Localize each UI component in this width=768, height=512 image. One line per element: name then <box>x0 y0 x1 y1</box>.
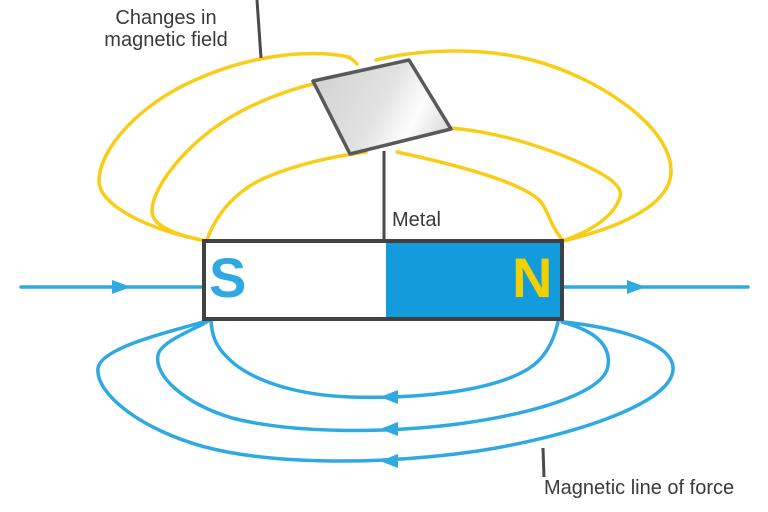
top-field-line-middle-right <box>448 126 623 243</box>
top-field-line-middle-left <box>150 82 315 243</box>
arrow-right-icon <box>112 280 131 294</box>
magnetic-line-of-force-label: Magnetic line of force <box>544 477 735 499</box>
top-field-line-inner-right <box>395 150 565 243</box>
arrow-right-icon <box>627 280 646 294</box>
top-field-line-outer-right <box>374 49 673 243</box>
changes-pointer-line <box>255 0 263 59</box>
changes-label-line1: Changes in <box>115 7 217 29</box>
magnet-north-half <box>386 243 561 317</box>
arrow-left-icon <box>380 454 398 468</box>
bottom-field-line-outer <box>96 319 675 463</box>
changes-in-magnetic-field-label: Changes in magnetic field <box>86 7 246 51</box>
top-field-line-inner-left <box>205 150 368 242</box>
field-line-arrowheads <box>112 280 646 468</box>
north-pole-letter: N <box>512 246 553 309</box>
pointer-lines <box>255 0 546 478</box>
changes-label-line2: magnetic field <box>104 29 228 51</box>
top-field-lines <box>97 49 673 243</box>
bar-magnet <box>202 239 564 321</box>
bottom-field-lines <box>19 285 750 463</box>
bottom-field-line-inner <box>209 319 560 400</box>
arrow-left-icon <box>380 390 398 404</box>
arrow-left-icon <box>380 422 398 436</box>
bottom-field-line-middle <box>156 319 611 433</box>
metal-label: Metal <box>392 209 441 231</box>
south-pole-letter: S <box>209 246 247 309</box>
metal-plate <box>311 58 453 156</box>
top-field-line-outer-left <box>97 51 359 243</box>
magnet-border <box>202 239 564 321</box>
force-pointer-line <box>541 447 546 478</box>
